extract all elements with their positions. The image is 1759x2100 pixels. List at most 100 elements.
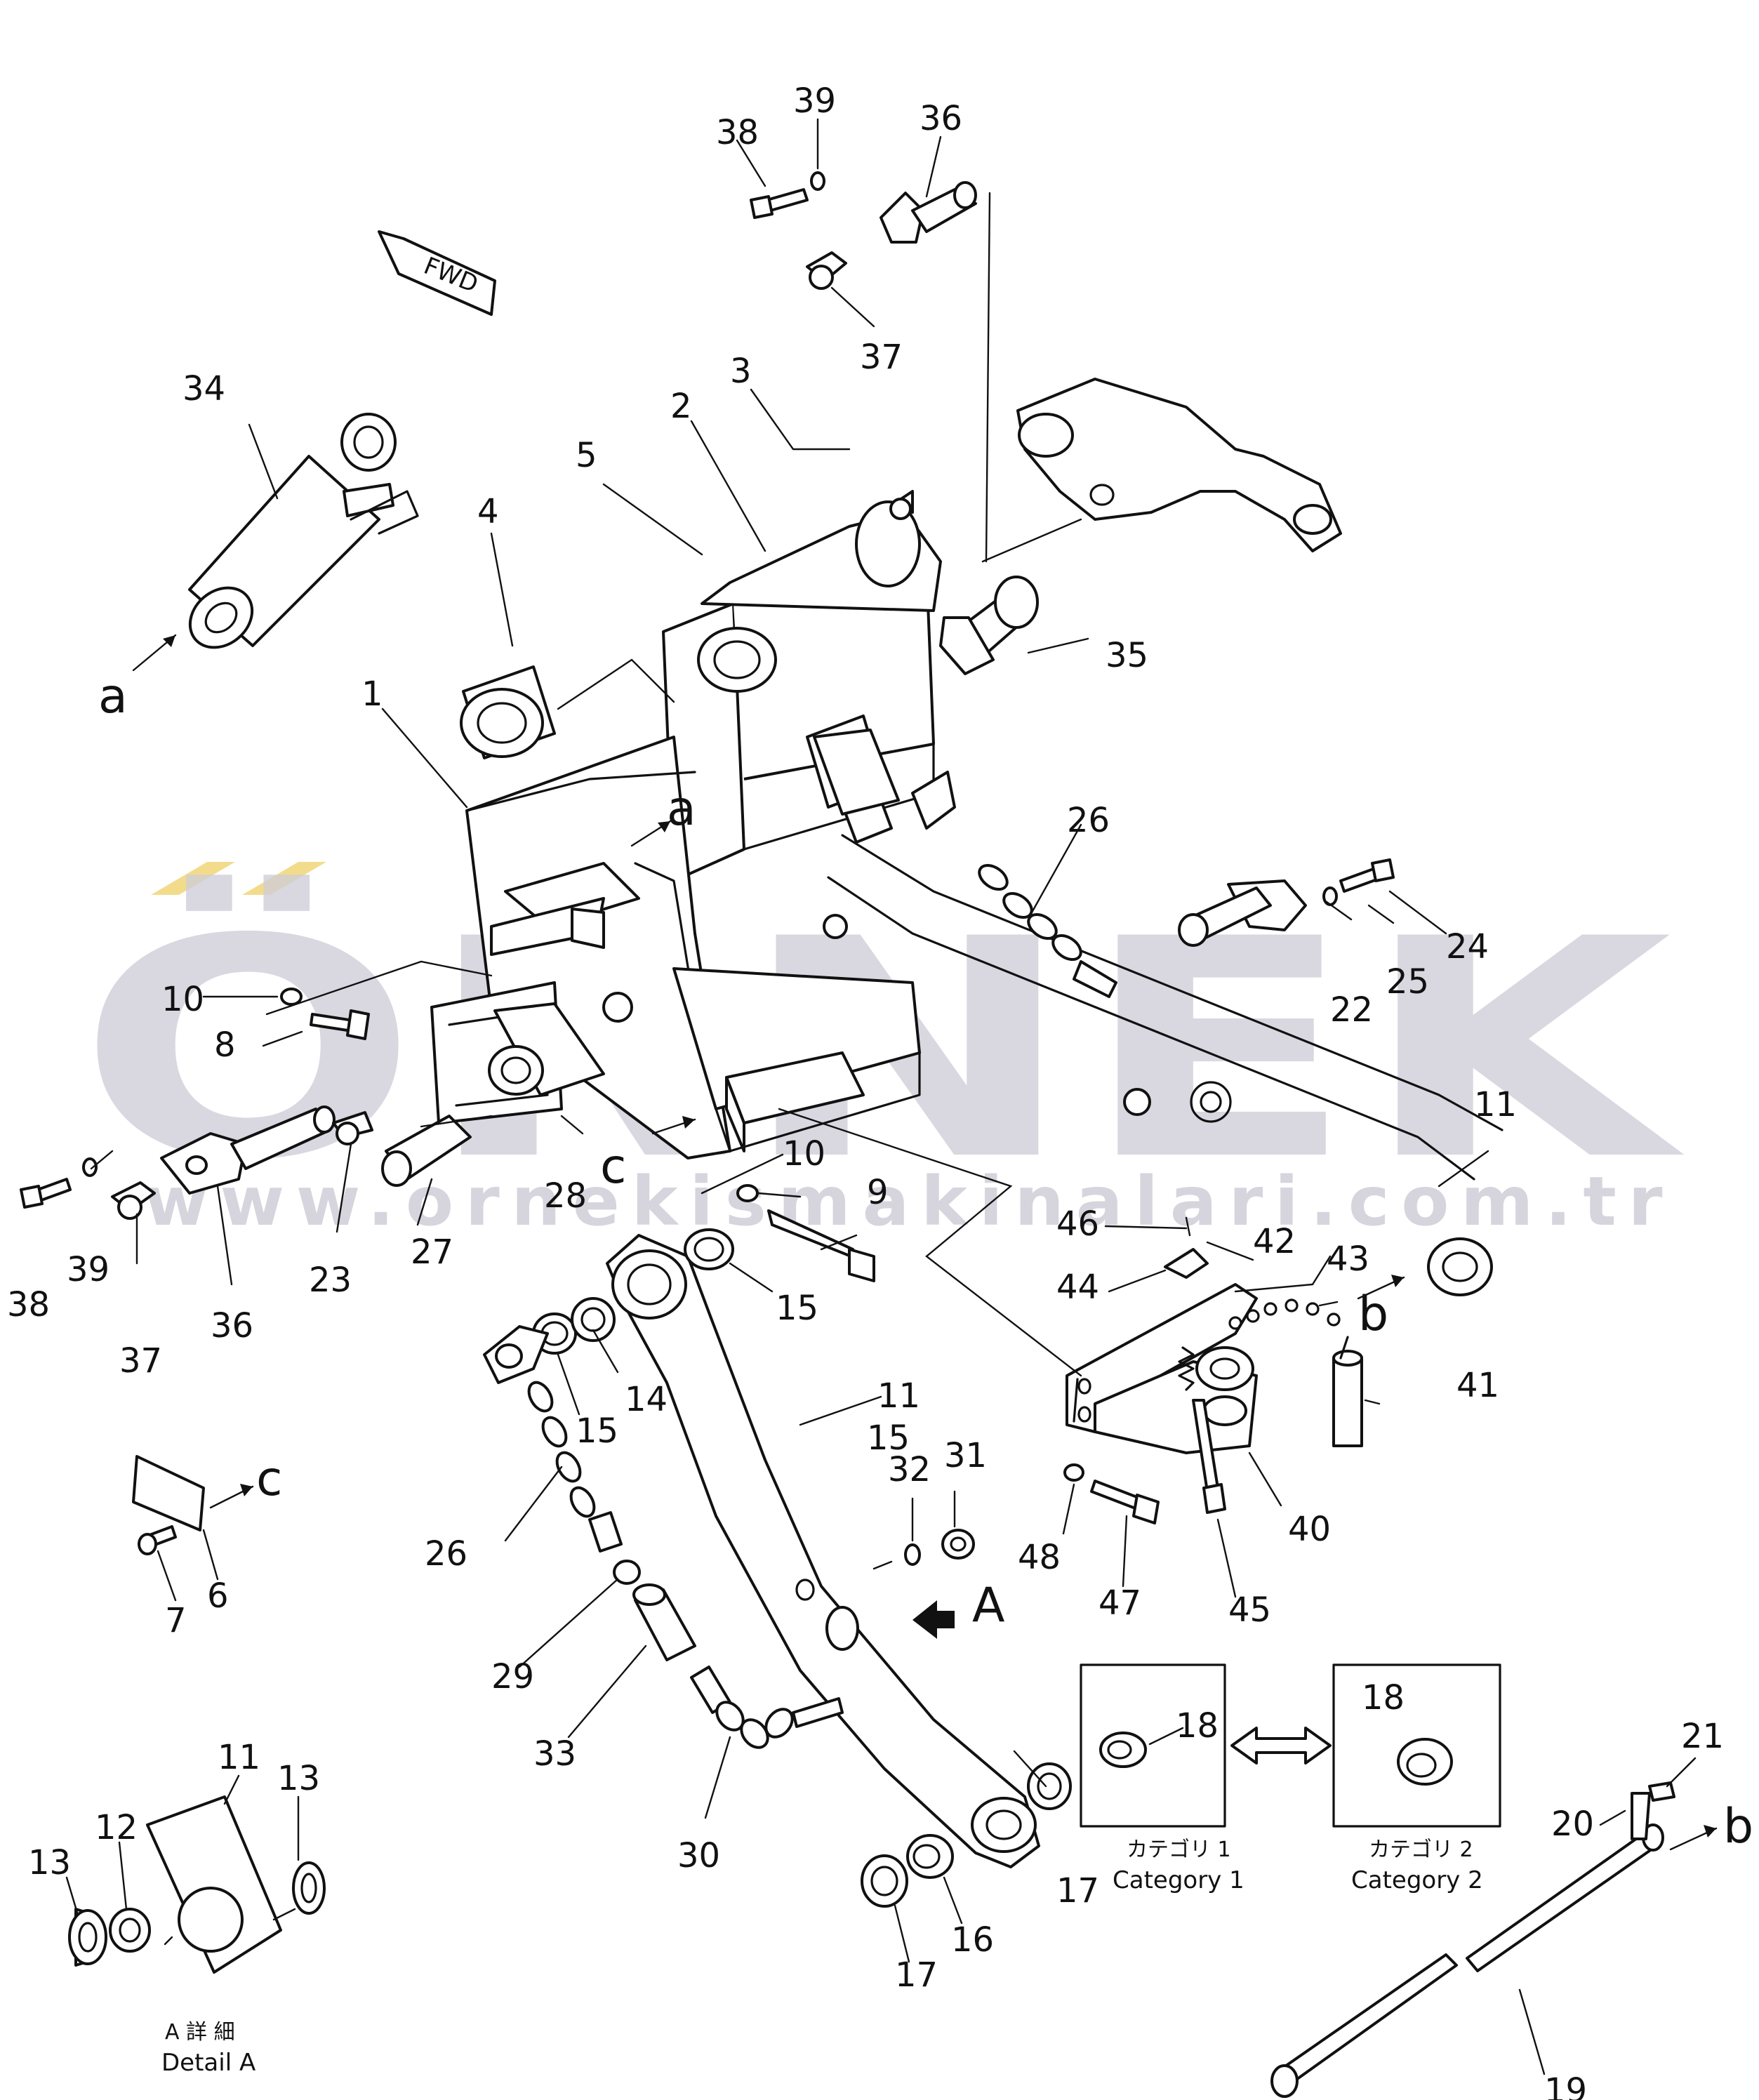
bolt-24 [1339, 858, 1395, 893]
watermark-accent-right [242, 862, 326, 895]
ref-letter-b-drawbar: b [1723, 1799, 1753, 1854]
part-label: 34 [182, 369, 225, 408]
part-label: 39 [793, 81, 836, 121]
pin-plate-22 [1178, 879, 1307, 947]
bolt-9 [767, 1209, 875, 1282]
category-box-1 [1080, 1663, 1226, 1828]
part-label: 21 [1681, 1717, 1724, 1756]
nut-31 [941, 1529, 975, 1560]
lift-arm-upper [1016, 378, 1342, 552]
grease-fitting-37-top [806, 251, 847, 290]
lower-link-11-right [1427, 1237, 1493, 1296]
reference-letters: a a b b c c A [98, 669, 1753, 1854]
part-label: 43 [1327, 1240, 1369, 1279]
part-label: 13 [28, 1843, 71, 1882]
chain-43 [1228, 1298, 1341, 1330]
part-number-labels: 1 2 3 4 5 6 7 8 9 10 10 11 11 11 12 13 1… [7, 81, 1724, 2100]
spacer-15-upper [684, 1228, 734, 1270]
part-label: 17 [895, 1955, 938, 1995]
part-label: 17 [1056, 1871, 1099, 1910]
detail-a-caption: A 詳 細 Detail A [161, 2020, 255, 2077]
washer-39-top [810, 171, 825, 191]
pin-plate-36-left [160, 1105, 336, 1195]
part-label: 23 [309, 1261, 352, 1300]
turnbuckle-33 [632, 1583, 696, 1661]
part-label: 28 [544, 1176, 587, 1216]
part-label: 45 [1228, 1590, 1271, 1630]
part-label: 37 [119, 1341, 162, 1381]
washer-10-left [280, 988, 303, 1006]
part-label: 36 [211, 1306, 253, 1345]
part-label: 20 [1551, 1805, 1594, 1844]
part-label: 11 [218, 1738, 260, 1777]
part-label: 29 [491, 1657, 534, 1696]
part-label: 38 [7, 1285, 50, 1324]
part-label: 10 [783, 1134, 825, 1174]
part-label: 30 [677, 1836, 720, 1875]
interchange-arrow [1230, 1727, 1332, 1765]
pin-35 [939, 576, 1039, 675]
part-label: 12 [95, 1808, 138, 1847]
chain-26-lower [483, 1325, 623, 1553]
bolt-38-top [750, 188, 809, 219]
part-label: 36 [920, 99, 962, 138]
grease-fitting-23 [332, 1111, 373, 1145]
part-label: 39 [67, 1250, 109, 1289]
category-1-jp: カテゴリ 1 [1127, 1838, 1231, 1862]
cover-plate-6 [132, 1455, 205, 1531]
part-label: 35 [1106, 636, 1148, 675]
detail-a-jp: A 詳 細 [165, 2020, 235, 2045]
grease-fitting-37-left [111, 1181, 156, 1220]
part-label: 19 [1544, 2071, 1587, 2100]
part-label: 38 [716, 113, 759, 152]
ref-letter-a-frame: a [667, 781, 696, 837]
bolt-7 [138, 1525, 177, 1555]
part-label: 46 [1056, 1204, 1099, 1244]
part-label: 14 [625, 1380, 668, 1419]
drawbar-19 [1270, 1823, 1664, 2098]
leader-lines [65, 118, 1697, 2075]
bolt-8 [310, 1009, 370, 1040]
category-box-2 [1332, 1663, 1501, 1828]
part-label: 48 [1018, 1538, 1061, 1577]
part-label: 24 [1446, 927, 1489, 966]
washer-25 [1322, 886, 1338, 906]
spacer-17-bottom [861, 1854, 908, 1908]
fwd-direction-tag: FWD [378, 230, 496, 316]
spacer-17-right [1027, 1762, 1072, 1810]
washer-48 [1063, 1463, 1084, 1482]
chain-26-upper [911, 771, 1151, 1116]
pin-plate-36-top [880, 181, 977, 244]
part-label: 8 [214, 1025, 236, 1065]
clip-44 [1164, 1248, 1209, 1279]
ref-letter-A-detail: A [972, 1578, 1005, 1633]
part-label: 15 [776, 1289, 818, 1328]
part-label: 18 [1176, 1706, 1219, 1746]
bolt-38-left [20, 1178, 72, 1209]
hydraulic-cylinder-34 [188, 413, 419, 649]
nut-29 [613, 1560, 641, 1585]
drawbar-bracket-40 [1066, 1283, 1258, 1454]
part-label: 40 [1288, 1510, 1331, 1549]
category-1-en: Category 1 [1113, 1866, 1244, 1894]
pin-46 [1185, 1216, 1191, 1237]
snap-pin-28 [560, 1115, 584, 1135]
reference-arrows [132, 634, 1718, 1851]
part-label: 1 [361, 674, 383, 714]
part-label: 16 [951, 1920, 994, 1960]
washer-10-right [736, 1184, 759, 1202]
part-label: 41 [1456, 1366, 1499, 1405]
part-label: 31 [944, 1436, 987, 1475]
part-label: 26 [425, 1534, 467, 1574]
part-label: 9 [867, 1173, 889, 1212]
part-label: 32 [888, 1450, 931, 1489]
ref-letter-b-right: b [1358, 1287, 1388, 1342]
detail-a [68, 1795, 326, 1974]
part-label: 26 [1067, 801, 1110, 840]
part-label: 33 [533, 1734, 576, 1774]
ref-letter-c-plate: c [256, 1451, 282, 1507]
chain-eyebolt-30 [690, 1666, 844, 1749]
bushing-16 [906, 1834, 954, 1879]
